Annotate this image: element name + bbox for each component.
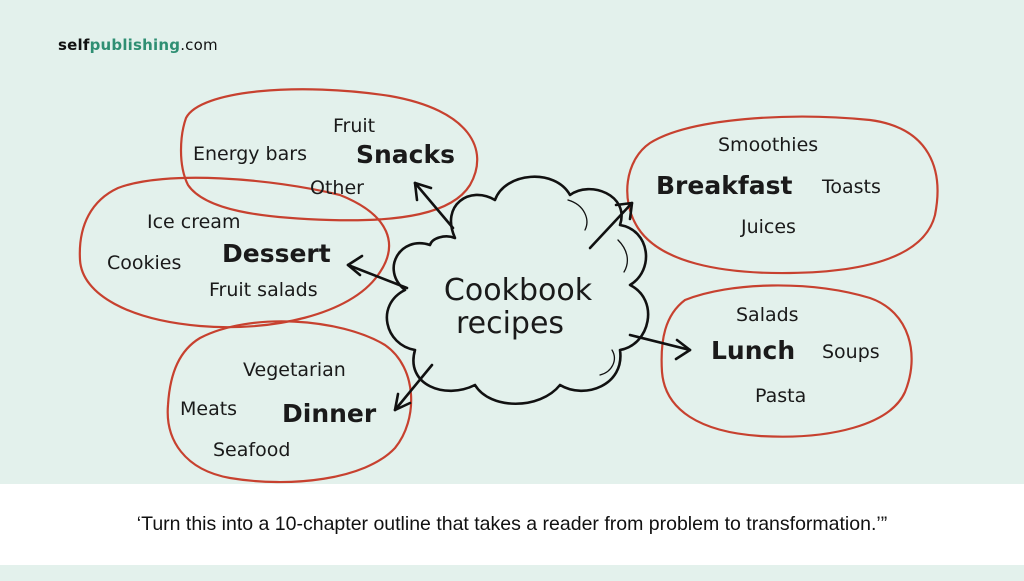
dessert-bubble — [78, 176, 391, 329]
dinner-bubble — [166, 320, 413, 484]
dessert-item: Cookies — [107, 252, 181, 274]
arrow-to-lunch — [628, 333, 692, 361]
snacks-item: Energy bars — [193, 143, 307, 165]
center-title-line2: recipes — [456, 306, 564, 341]
lunch-item: Soups — [822, 341, 880, 363]
breakfast-item: Smoothies — [718, 134, 818, 156]
snacks-item: Fruit — [333, 115, 375, 137]
cloud-highlight — [617, 239, 629, 273]
brand-publishing: publishing — [89, 36, 181, 54]
brand-domain: .com — [180, 36, 218, 54]
breakfast-bubble — [626, 115, 939, 275]
breakfast-item: Juices — [740, 216, 796, 238]
lunch-item: Salads — [736, 304, 799, 326]
arrow-to-snacks — [413, 181, 455, 230]
breakfast-label: Breakfast — [656, 171, 792, 200]
caption-text: ‘Turn this into a 10-chapter outline tha… — [136, 513, 888, 535]
arrow-to-dessert — [346, 254, 409, 290]
dessert-item: Ice cream — [147, 211, 240, 233]
snacks-label: Snacks — [356, 140, 455, 169]
brand-logo: selfpublishing.com — [58, 36, 218, 54]
cloud-highlight — [567, 199, 588, 231]
dinner-item: Seafood — [213, 439, 290, 461]
snacks-item: Other — [310, 177, 364, 199]
dinner-item: Vegetarian — [243, 359, 346, 381]
center-cloud — [385, 175, 650, 405]
lunch-bubble — [660, 284, 913, 438]
arrow-to-dinner — [393, 363, 434, 412]
dinner-label: Dinner — [282, 399, 377, 428]
lunch-label: Lunch — [711, 336, 795, 365]
center-title-line1: Cookbook — [444, 273, 593, 308]
lunch-item: Pasta — [755, 385, 806, 407]
breakfast-item: Toasts — [821, 176, 881, 198]
dinner-item: Meats — [180, 398, 237, 420]
snacks-bubble — [179, 88, 479, 222]
cloud-highlight — [599, 349, 615, 376]
caption-band: ‘Turn this into a 10-chapter outline tha… — [0, 484, 1024, 565]
dessert-label: Dessert — [222, 239, 331, 268]
brand-self: self — [58, 36, 90, 54]
dessert-item: Fruit salads — [209, 279, 318, 301]
arrow-to-breakfast — [588, 201, 634, 250]
